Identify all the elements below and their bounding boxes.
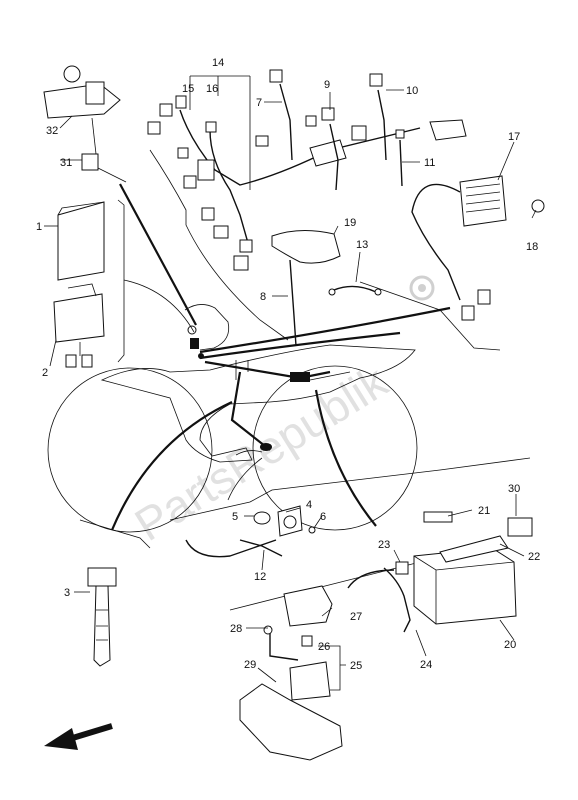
part-sensor <box>185 505 316 558</box>
label-15: 15 <box>182 83 194 95</box>
gear-icon <box>409 275 435 301</box>
label-18: 18 <box>526 241 538 253</box>
label-22: 22 <box>528 551 540 563</box>
label-30: 30 <box>508 483 520 495</box>
label-29: 29 <box>244 659 256 671</box>
label-20: 20 <box>504 639 516 651</box>
label-16: 16 <box>206 83 218 95</box>
label-7: 7 <box>256 97 262 109</box>
label-3: 3 <box>64 587 70 599</box>
leader-lines <box>44 75 537 691</box>
part-18-bolt <box>531 199 545 213</box>
label-2: 2 <box>42 367 48 379</box>
label-21: 21 <box>478 505 490 517</box>
motorcycle-frame <box>47 304 418 533</box>
part-connectors <box>269 69 405 191</box>
label-5: 5 <box>232 511 238 523</box>
part-bracket <box>53 283 105 368</box>
label-25: 25 <box>350 660 362 672</box>
part-starter-relay <box>239 585 343 761</box>
label-32: 32 <box>46 125 58 137</box>
label-26: 26 <box>318 641 330 653</box>
label-27: 27 <box>350 611 362 623</box>
part-wire-harness <box>147 95 467 271</box>
label-14: 14 <box>212 57 224 69</box>
label-28: 28 <box>230 623 242 635</box>
label-9: 9 <box>324 79 330 91</box>
label-11: 11 <box>424 157 435 169</box>
label-10: 10 <box>406 85 418 97</box>
part-labels: 1 2 3 4 5 6 7 8 9 10 11 12 13 14 15 16 1… <box>36 57 540 672</box>
part-regulator <box>411 175 507 321</box>
label-6: 6 <box>320 511 326 523</box>
label-13: 13 <box>356 239 368 251</box>
group-boundaries <box>79 149 531 611</box>
label-1: 1 <box>36 221 42 233</box>
label-12: 12 <box>254 571 266 583</box>
part-ecu <box>57 201 105 281</box>
label-19: 19 <box>344 217 356 229</box>
label-4: 4 <box>306 499 312 511</box>
part-battery <box>347 511 533 633</box>
part-relay <box>43 65 121 171</box>
arrow-left-icon <box>44 723 113 750</box>
callout-curves <box>110 183 451 531</box>
label-17: 17 <box>508 131 520 143</box>
label-8: 8 <box>260 291 266 303</box>
label-24: 24 <box>420 659 432 671</box>
part-ignition-coil <box>87 567 117 667</box>
label-23: 23 <box>378 539 390 551</box>
part-clamps <box>271 230 382 347</box>
label-31: 31 <box>60 157 72 169</box>
